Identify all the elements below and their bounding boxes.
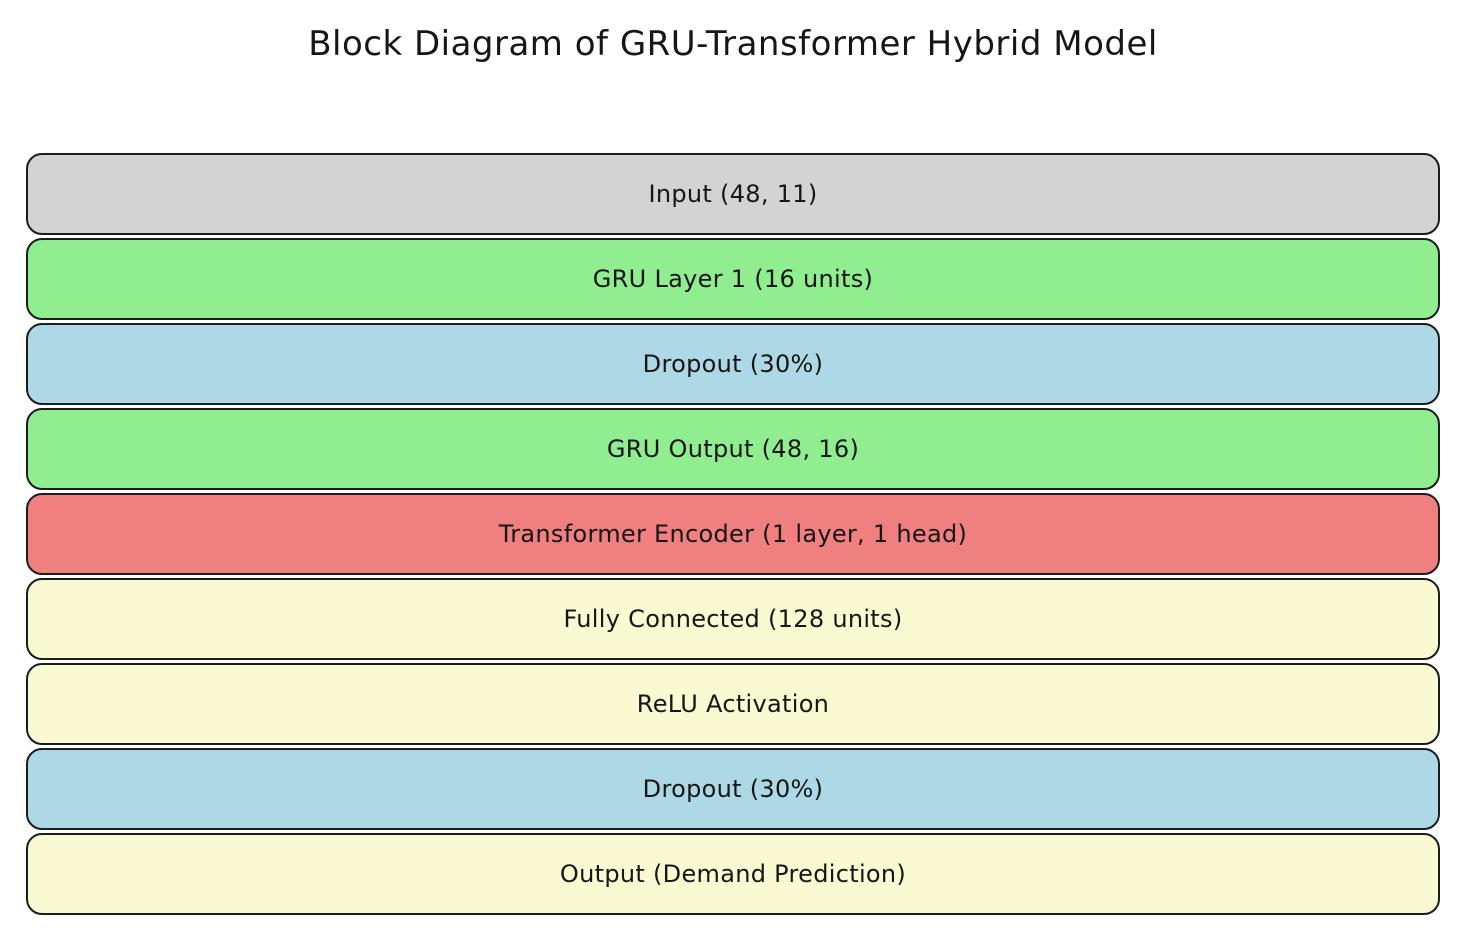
block-input: Input (48, 11) <box>26 153 1440 235</box>
block-stack: Input (48, 11) GRU Layer 1 (16 units) Dr… <box>26 153 1440 915</box>
block-fully-connected: Fully Connected (128 units) <box>26 578 1440 660</box>
block-dropout-1: Dropout (30%) <box>26 323 1440 405</box>
diagram-title: Block Diagram of GRU-Transformer Hybrid … <box>308 24 1158 64</box>
block-label-input: Input (48, 11) <box>648 180 818 208</box>
block-label-transformer-encoder: Transformer Encoder (1 layer, 1 head) <box>498 520 968 548</box>
block-output: Output (Demand Prediction) <box>26 833 1440 915</box>
block-label-output: Output (Demand Prediction) <box>559 860 907 888</box>
block-transformer-encoder: Transformer Encoder (1 layer, 1 head) <box>26 493 1440 575</box>
block-label-dropout-1: Dropout (30%) <box>642 350 824 378</box>
block-gru-output: GRU Output (48, 16) <box>26 408 1440 490</box>
block-label-gru-output: GRU Output (48, 16) <box>606 435 860 463</box>
block-label-dropout-2: Dropout (30%) <box>642 775 824 803</box>
block-label-fully-connected: Fully Connected (128 units) <box>563 605 903 633</box>
block-relu-activation: ReLU Activation <box>26 663 1440 745</box>
block-dropout-2: Dropout (30%) <box>26 748 1440 830</box>
block-gru-layer-1: GRU Layer 1 (16 units) <box>26 238 1440 320</box>
block-label-gru-layer-1: GRU Layer 1 (16 units) <box>592 265 874 293</box>
block-label-relu-activation: ReLU Activation <box>636 690 830 718</box>
